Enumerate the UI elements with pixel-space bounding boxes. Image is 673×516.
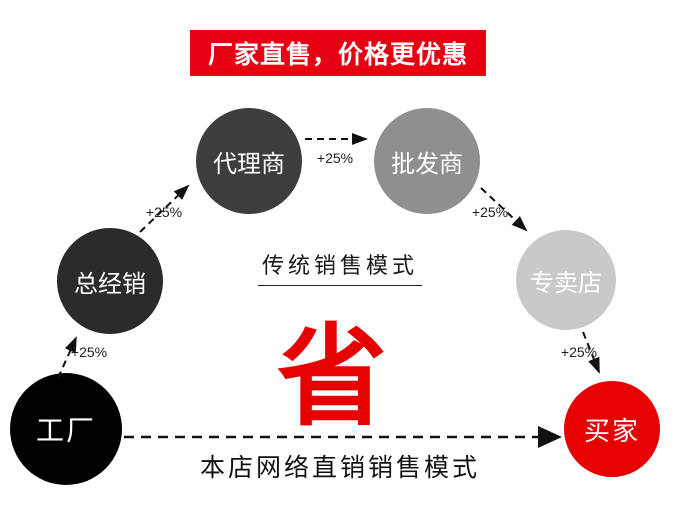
node-buyer-label: 买家 <box>583 415 640 446</box>
save-character: 省 <box>277 312 387 441</box>
node-agent: 代理商 <box>196 108 302 214</box>
node-specialty-store: 专卖店 <box>516 230 616 330</box>
markup-label-2: +25% <box>145 204 183 220</box>
node-general-distributor: 总经销 <box>57 228 163 334</box>
node-wholesaler: 批发商 <box>374 108 480 214</box>
node-wholesaler-label: 批发商 <box>391 150 463 178</box>
traditional-model-title: 传统销售模式 <box>258 248 423 286</box>
node-agent-label: 代理商 <box>213 150 285 178</box>
banner-text: 厂家直售，价格更优惠 <box>207 41 468 69</box>
markup-label-5: +25% <box>560 344 598 360</box>
node-general-distributor-label: 总经销 <box>74 270 146 298</box>
markup-label-3: +25% <box>316 150 354 166</box>
arrow-factory-to-buyer-head <box>538 426 562 448</box>
direct-model-title: 本店网络直销销售模式 <box>199 454 480 482</box>
node-buyer: 买家 <box>564 381 660 477</box>
markup-label-1: +25% <box>70 344 108 360</box>
node-factory: 工厂 <box>10 373 122 485</box>
node-specialty-store-label: 专卖店 <box>530 269 602 297</box>
banner: 厂家直售，价格更优惠 <box>190 30 486 76</box>
node-factory-label: 工厂 <box>35 415 96 446</box>
markup-label-4: +25% <box>471 204 509 220</box>
